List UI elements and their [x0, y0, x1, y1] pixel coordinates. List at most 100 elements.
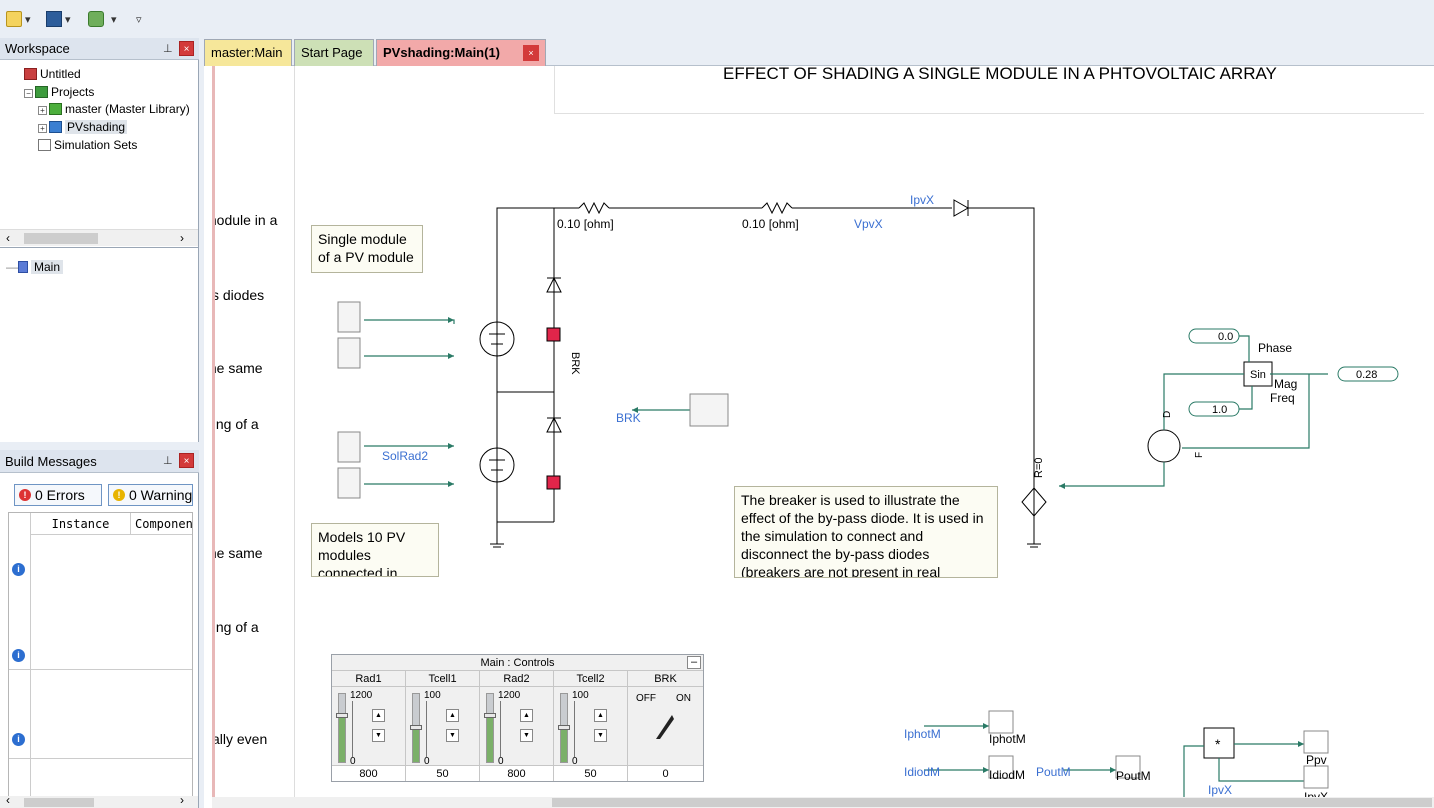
- new-file-button[interactable]: ▾: [6, 9, 31, 29]
- ipvx-input-label: IpvX: [1208, 783, 1232, 797]
- page-title: EFFECT OF SHADING A SINGLE MODULE IN A P…: [723, 66, 1277, 83]
- tab-close-icon[interactable]: ×: [523, 45, 539, 61]
- save-button[interactable]: ▾: [46, 9, 71, 29]
- slider-thumb[interactable]: [558, 725, 570, 730]
- controls-title-text: Main : Controls: [480, 657, 555, 669]
- import-icon: [88, 11, 104, 27]
- minimize-button[interactable]: –: [687, 656, 701, 669]
- slider-label: Tcell1: [406, 671, 479, 687]
- scroll-right-icon[interactable]: ›: [180, 231, 184, 245]
- tree-item-simulation-sets[interactable]: Simulation Sets: [38, 138, 137, 152]
- customize-arrow-icon: ▿: [136, 13, 142, 26]
- slider-track[interactable]: [410, 693, 422, 763]
- tree-label: PVshading: [65, 120, 128, 134]
- info-icon[interactable]: i: [12, 733, 25, 746]
- expand-icon[interactable]: +: [38, 124, 47, 133]
- project-icon: [49, 121, 62, 133]
- build-close-icon[interactable]: ×: [179, 453, 194, 468]
- scroll-right-icon[interactable]: ›: [180, 793, 184, 807]
- workspace-pin-icon[interactable]: ⊥: [163, 43, 173, 55]
- customize-toolbar-button[interactable]: ▿: [136, 9, 142, 29]
- spin-up-icon[interactable]: ▲: [594, 709, 607, 722]
- tab-start-page[interactable]: Start Page: [294, 39, 374, 66]
- scroll-left-icon[interactable]: ‹: [6, 231, 10, 245]
- slider-scale: [426, 701, 427, 757]
- workspace-panel: Workspace ⊥ × Untitled −Projects +master…: [0, 38, 199, 442]
- note-single-module[interactable]: Single module of a PV module: [311, 225, 423, 273]
- mag-label: Mag: [1274, 377, 1297, 391]
- multiply-label: *: [1215, 736, 1221, 752]
- spin-down-icon[interactable]: ▼: [594, 729, 607, 742]
- info-icon[interactable]: i: [12, 649, 25, 662]
- import-button[interactable]: ▾: [88, 9, 117, 29]
- brk-value: 0: [628, 765, 703, 781]
- slider-track[interactable]: [484, 693, 496, 763]
- slider-min: 0: [350, 756, 356, 767]
- scroll-thumb[interactable]: [552, 798, 1432, 807]
- toggle-switch[interactable]: [654, 711, 676, 741]
- simulation-sets-icon: [38, 139, 51, 151]
- tree-item-projects[interactable]: −Projects: [24, 85, 94, 99]
- column-header-component[interactable]: Component: [131, 513, 192, 535]
- tab-pvshading-main[interactable]: PVshading:Main(1) ×: [376, 39, 546, 66]
- schematic-canvas[interactable]: module in a ss diodes the same ding of a…: [204, 66, 1434, 808]
- note-models[interactable]: Models 10 PV modules connected in: [311, 523, 439, 577]
- spin-down-icon[interactable]: ▼: [372, 729, 385, 742]
- tree-item-untitled[interactable]: Untitled: [24, 67, 81, 81]
- poutm-input-label: PoutM: [1036, 765, 1071, 779]
- tab-label: PVshading:Main(1): [383, 45, 501, 60]
- tree-item-pvshading[interactable]: + PVshading: [38, 120, 128, 134]
- build-messages-panel: Build Messages ⊥ × !0 Errors !0 Warnings…: [0, 450, 199, 808]
- slider-input: [337, 301, 361, 333]
- slider-track[interactable]: [336, 693, 348, 763]
- spin-down-icon[interactable]: ▼: [520, 729, 533, 742]
- workspace-hscrollbar[interactable]: ‹ ›: [0, 229, 198, 246]
- spin-down-icon[interactable]: ▼: [446, 729, 459, 742]
- slider-thumb[interactable]: [410, 725, 422, 730]
- tab-master-main[interactable]: master:Main: [204, 39, 292, 66]
- workspace-close-icon[interactable]: ×: [179, 41, 194, 56]
- signal-line: [1239, 335, 1250, 362]
- column-header-instance[interactable]: Instance: [31, 513, 131, 535]
- slider-thumb[interactable]: [336, 713, 348, 718]
- note-breaker[interactable]: The breaker is used to illustrate the ef…: [734, 486, 998, 578]
- library-icon: [49, 103, 62, 115]
- info-icon[interactable]: i: [12, 563, 25, 576]
- signal-line: [1218, 758, 1304, 782]
- description-text: ding of a: [215, 619, 259, 635]
- module-item-main[interactable]: —Main: [6, 260, 64, 274]
- spin-up-icon[interactable]: ▲: [372, 709, 385, 722]
- slider-thumb[interactable]: [484, 713, 496, 718]
- warnings-filter-button[interactable]: !0 Warnings: [108, 484, 193, 506]
- slider-min: 0: [498, 756, 504, 767]
- errors-filter-button[interactable]: !0 Errors: [14, 484, 102, 506]
- signal-line: [1239, 386, 1253, 410]
- scroll-thumb[interactable]: [24, 233, 98, 244]
- r0-label: R=0: [1033, 458, 1045, 479]
- workspace-icon: [24, 68, 37, 80]
- slider-value: 800: [332, 765, 405, 781]
- expand-icon[interactable]: +: [38, 106, 47, 115]
- resistor-1-label: 0.10 [ohm]: [557, 217, 614, 231]
- build-hscrollbar[interactable]: ‹ ›: [0, 793, 198, 808]
- on-label: ON: [676, 693, 691, 704]
- phase-label: Phase: [1258, 341, 1292, 355]
- spin-up-icon[interactable]: ▲: [446, 709, 459, 722]
- collapse-icon[interactable]: −: [24, 89, 33, 98]
- summing-junction: [1147, 429, 1181, 463]
- spin-up-icon[interactable]: ▲: [520, 709, 533, 722]
- build-title-text: Build Messages: [5, 454, 97, 469]
- canvas-hscrollbar[interactable]: [212, 797, 1434, 808]
- scroll-thumb[interactable]: [24, 798, 94, 807]
- slider-track[interactable]: [558, 693, 570, 763]
- arrow-head: [983, 767, 989, 773]
- tree-item-master[interactable]: +master (Master Library): [38, 102, 198, 116]
- ppv-meter-label: Ppv: [1306, 753, 1327, 767]
- slider-max: 1200: [350, 690, 373, 701]
- build-pin-icon[interactable]: ⊥: [163, 455, 173, 467]
- row-icon-column: [9, 513, 31, 799]
- iphotm-input-label: IphotM: [904, 727, 941, 741]
- scroll-left-icon[interactable]: ‹: [6, 793, 10, 807]
